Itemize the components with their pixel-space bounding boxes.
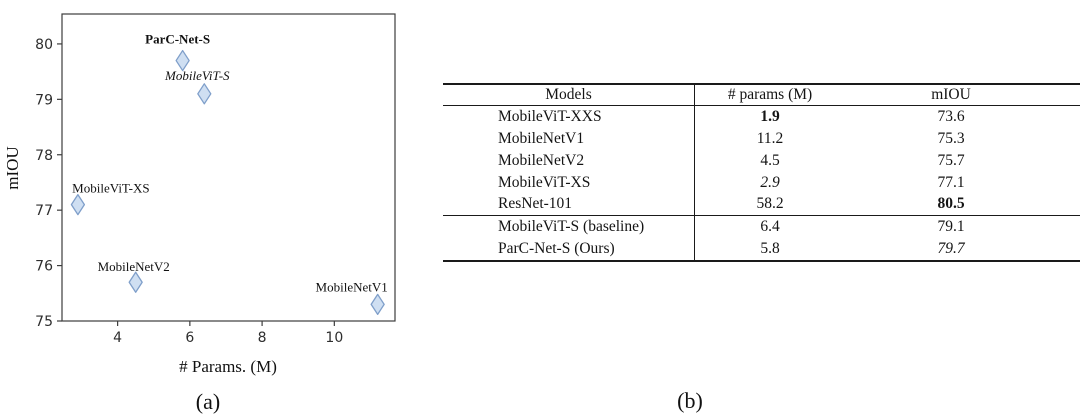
cell-params: 11.2 <box>756 129 784 147</box>
cell-params: 58.2 <box>756 195 784 213</box>
cell-miou: 80.5 <box>937 195 965 213</box>
y-axis-label: mIOU <box>3 146 22 189</box>
panel-a-caption: (a) <box>195 389 221 414</box>
table-row: MobileViT-XS 2.9 77.1 <box>443 171 1080 194</box>
x-axis-label: # Params. (M) <box>179 357 277 376</box>
table-row: MobileNetV1 11.2 75.3 <box>443 127 1080 150</box>
cell-miou: 75.3 <box>937 129 965 147</box>
x-tick-label: 4 <box>113 330 122 346</box>
cell-model: MobileViT-XXS <box>443 106 695 128</box>
cell-params: 5.8 <box>760 239 780 257</box>
cell-model: MobileNetV2 <box>443 149 695 172</box>
cell-miou: 79.1 <box>937 218 965 236</box>
table-row: ParC-Net-S (Ours) 5.8 79.7 <box>443 237 1080 260</box>
data-point-label: ParC-Net-S <box>145 32 210 47</box>
x-tick-label: 6 <box>185 330 194 346</box>
cell-miou: 75.7 <box>937 151 965 169</box>
data-point-label: MobileNetV1 <box>316 279 388 294</box>
data-point-label: MobileNetV2 <box>98 259 170 274</box>
cell-model: MobileViT-S (baseline) <box>443 215 695 238</box>
y-tick-label: 75 <box>35 314 53 330</box>
cell-miou: 77.1 <box>937 173 965 191</box>
results-table: Models # params (M) mIOU MobileViT-XXS 1.… <box>443 83 1080 262</box>
table-header-params: # params (M) <box>727 86 813 104</box>
table-header-row: Models # params (M) mIOU <box>443 85 1080 106</box>
table-row: MobileNetV2 4.5 75.7 <box>443 149 1080 172</box>
y-tick-label: 80 <box>35 37 53 53</box>
table-header-miou: mIOU <box>931 86 971 104</box>
data-point-label: MobileViT-S <box>164 68 230 83</box>
cell-model: MobileViT-XS <box>443 171 695 194</box>
cell-params: 4.5 <box>760 151 780 169</box>
y-tick-label: 79 <box>35 92 53 108</box>
cell-miou: 73.6 <box>937 108 965 126</box>
data-point-marker <box>175 49 190 72</box>
cell-params: 6.4 <box>760 218 780 236</box>
x-tick-label: 8 <box>258 330 267 346</box>
x-tick-label: 10 <box>325 330 343 346</box>
y-tick-label: 76 <box>35 259 53 275</box>
table-row: MobileViT-XXS 1.9 73.6 <box>443 106 1080 128</box>
cell-params: 1.9 <box>760 108 780 126</box>
cell-model: ParC-Net-S (Ours) <box>443 237 695 260</box>
data-point-marker <box>128 271 143 293</box>
table-header-models: Models <box>443 85 695 105</box>
scatter-plot-svg: 4 6 8 10 75 76 77 78 79 80 # Params. (M) mIOU ParC-N… <box>3 13 396 376</box>
cell-model: ResNet-101 <box>443 193 695 215</box>
data-point-marker <box>197 83 212 105</box>
cell-model: MobileNetV1 <box>443 127 695 150</box>
data-point-marker <box>70 193 86 216</box>
table-row: ResNet-101 58.2 80.5 <box>443 193 1080 215</box>
panel-b-caption: (b) <box>677 388 703 413</box>
data-point-marker <box>370 293 385 316</box>
table-row: MobileViT-S (baseline) 6.4 79.1 <box>443 214 1080 238</box>
y-tick-label: 78 <box>35 148 53 164</box>
data-point-label: MobileViT-XS <box>72 181 149 196</box>
cell-params: 2.9 <box>760 173 780 191</box>
cell-miou: 79.7 <box>937 239 965 257</box>
scatter-panel: 4 6 8 10 75 76 77 78 79 80 # Params. (M) mIOU ParC-N… <box>0 0 430 419</box>
y-tick-label: 77 <box>35 203 53 219</box>
plot-box <box>61 13 396 322</box>
